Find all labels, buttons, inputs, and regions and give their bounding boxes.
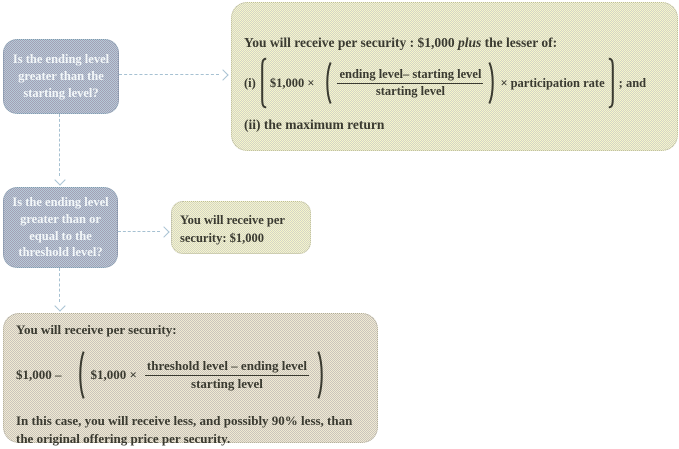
downside-note: In this case, you will receive less, and… xyxy=(16,413,353,446)
formula-item-label: (i) xyxy=(244,75,256,90)
fraction-numerator: threshold level – ending level xyxy=(144,358,310,376)
outcome-box-par: You will receive per security: $1,000 xyxy=(171,201,311,254)
upside-formula: (i) $1,000 × ending level– starting leve… xyxy=(244,57,667,109)
question-box-ending-vs-threshold: Is the ending level greater than or equa… xyxy=(3,187,118,268)
upside-intro-suffix: the lesser of: xyxy=(481,35,558,50)
arrow-head-right-icon xyxy=(158,226,170,238)
outcome-box-upside: You will receive per security : $1,000 p… xyxy=(231,2,678,151)
arrow-line-q2-par xyxy=(118,231,160,232)
paren-right-icon xyxy=(317,350,326,400)
formula-lead: $1,000 – xyxy=(16,367,62,382)
fraction: ending level– starting level starting le… xyxy=(337,67,484,99)
formula-term: $1,000 × xyxy=(90,367,137,382)
bracket-left-icon xyxy=(259,57,267,109)
question-box-ending-vs-starting: Is the ending level greater than the sta… xyxy=(3,39,119,114)
upside-item2: (ii) the maximum return xyxy=(244,117,385,132)
arrow-line-q1-q2 xyxy=(59,114,60,176)
arrow-line-q1-upside xyxy=(119,74,219,75)
fraction-denominator: starting level xyxy=(375,84,445,98)
arrow-head-down-icon xyxy=(54,174,66,186)
multiply-sign: × xyxy=(500,75,508,90)
paren-left-icon xyxy=(76,350,85,400)
downside-intro: You will receive per security: xyxy=(16,322,177,337)
upside-intro-plus: plus xyxy=(457,35,482,50)
paren-left-icon xyxy=(323,61,332,105)
formula-item-end: ; and xyxy=(618,75,647,90)
fraction-denominator: starting level xyxy=(191,376,263,391)
question-text: Is the ending level greater than the sta… xyxy=(12,52,110,100)
arrow-head-right-icon xyxy=(217,69,229,81)
paren-right-icon xyxy=(488,61,497,105)
question-text: Is the ending level greater than or equa… xyxy=(12,194,109,260)
outcome-box-downside: You will receive per security: $1,000 – … xyxy=(3,313,378,446)
formula-term: $1,000 × xyxy=(269,75,315,90)
arrow-head-down-icon xyxy=(54,300,66,312)
participation-rate-label: participation rate xyxy=(510,75,605,90)
arrow-line-q2-downside xyxy=(59,268,60,302)
fraction-numerator: ending level– starting level xyxy=(337,67,484,84)
bracket-right-icon xyxy=(608,57,616,109)
fraction: threshold level – ending level starting … xyxy=(144,358,310,391)
par-text: You will receive per security: $1,000 xyxy=(180,213,285,246)
upside-intro-prefix: You will receive per security : $1,000 xyxy=(244,35,458,50)
upside-intro: You will receive per security : $1,000 p… xyxy=(244,35,667,51)
downside-formula: $1,000 – $1,000 × threshold level – endi… xyxy=(16,350,365,400)
